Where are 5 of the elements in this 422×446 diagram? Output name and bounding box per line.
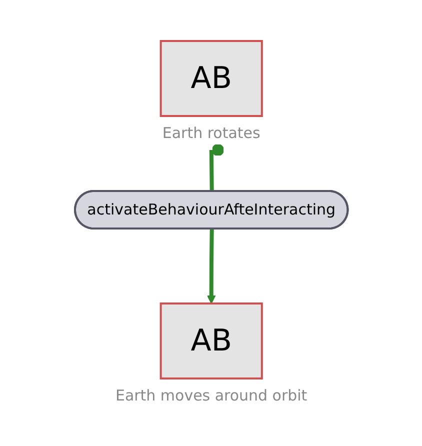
- node-box: AB: [159, 302, 263, 380]
- node-box: AB: [159, 40, 263, 118]
- node-caption: Earth rotates: [162, 124, 260, 142]
- node-caption: Earth moves around orbit: [115, 386, 307, 405]
- arrow: [206, 229, 216, 304]
